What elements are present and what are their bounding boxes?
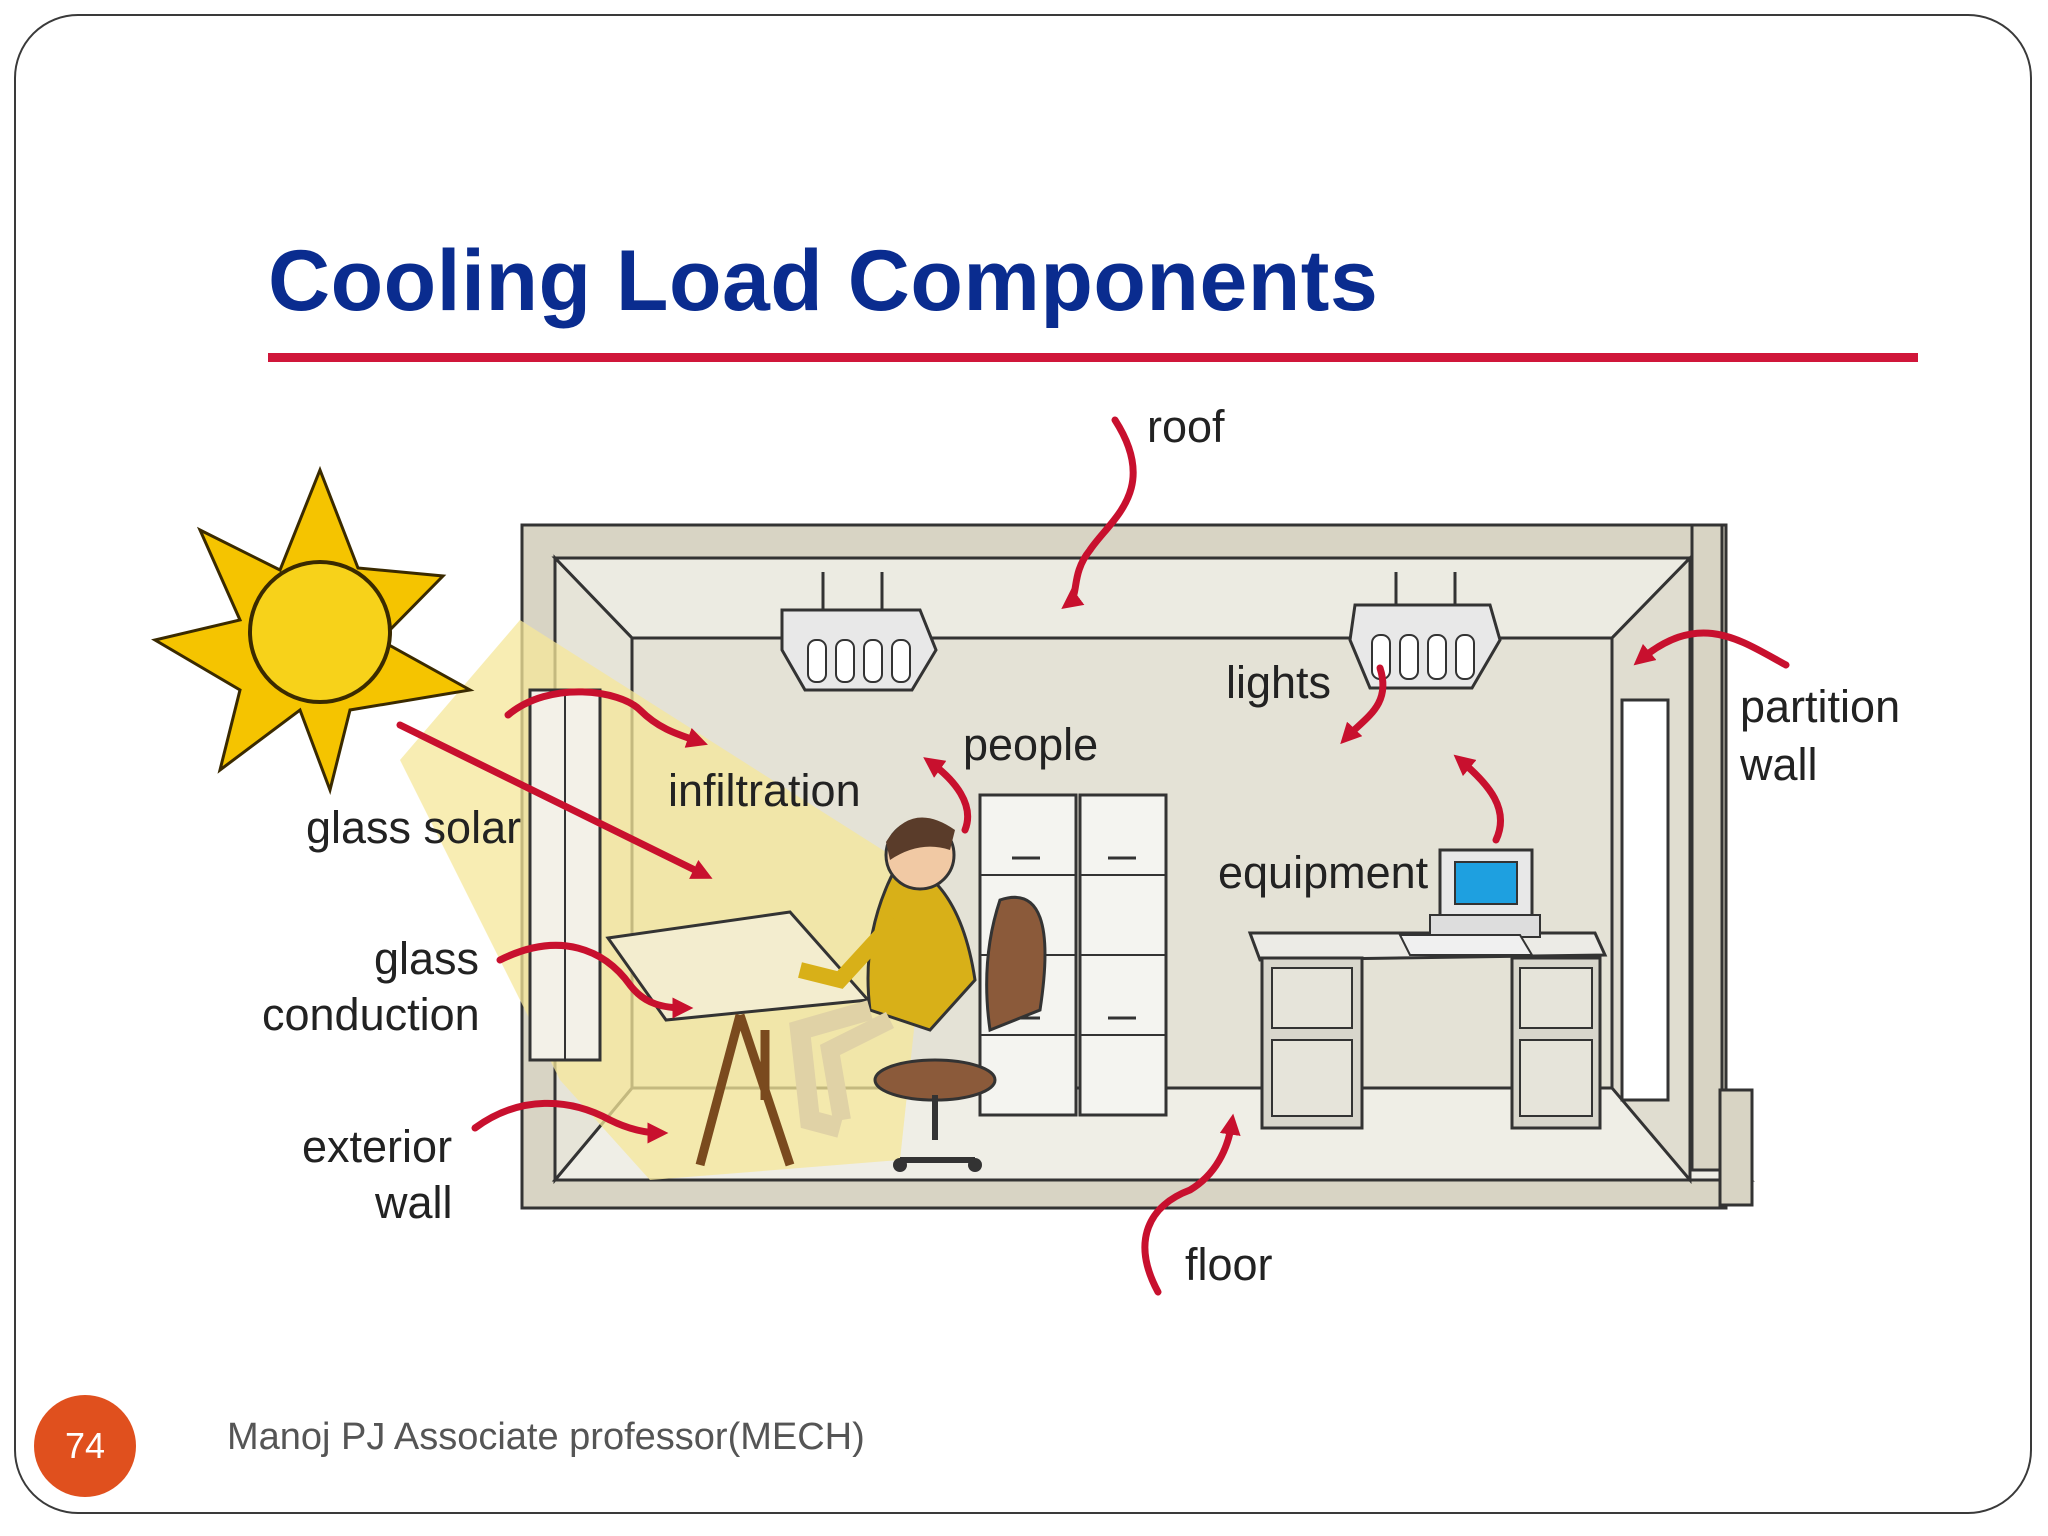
floor-slab-extension — [1718, 1088, 1754, 1207]
arrow-glass-solar — [396, 721, 713, 879]
label-glass-conduction-line2: conduction — [262, 989, 480, 1040]
ceiling-light-left-icon — [780, 572, 938, 692]
label-equipment: equipment — [1218, 847, 1429, 898]
doorway — [1620, 698, 1670, 1102]
label-exterior-wall-line2: wall — [374, 1177, 453, 1228]
partition-wall-post — [1690, 523, 1724, 1172]
slide-frame — [14, 14, 2032, 1514]
label-roof: roof — [1147, 401, 1225, 452]
office-chair-icon — [873, 895, 1047, 1172]
arrow-equipment — [1453, 754, 1504, 844]
arrow-people — [923, 757, 972, 834]
label-lights: lights — [1226, 657, 1331, 708]
arrow-exterior-wall — [471, 1099, 669, 1144]
room-ceiling — [551, 556, 1694, 640]
label-floor: floor — [1185, 1239, 1273, 1290]
label-glass-conduction-line1: glass — [374, 933, 479, 984]
slide-number-badge: 74 — [34, 1395, 136, 1497]
heat-flow-arrows — [396, 416, 1790, 1296]
label-partition-wall-line2: wall — [1739, 739, 1818, 790]
arrow-roof — [1061, 416, 1137, 610]
window — [528, 688, 602, 1062]
sun-icon — [151, 465, 475, 796]
label-partition-wall-line1: partition — [1740, 681, 1900, 732]
footer-author: Manoj PJ Associate professor(MECH) — [227, 1416, 865, 1458]
label-exterior-wall-line1: exterior — [302, 1121, 452, 1172]
title-rule — [268, 353, 1918, 362]
computer-icon — [1398, 848, 1541, 956]
label-people: people — [963, 719, 1098, 770]
arrow-partition-wall — [1633, 629, 1790, 669]
ceiling-light-right-icon — [1348, 572, 1502, 690]
label-infiltration: infiltration — [668, 765, 861, 816]
arrow-infiltration — [504, 688, 708, 748]
arrow-floor — [1141, 1113, 1241, 1296]
drafting-table-icon — [605, 910, 872, 1167]
arrow-glass-conduction — [496, 941, 694, 1019]
label-glass-solar: glass solar — [306, 802, 521, 853]
slide-title: Cooling Load Components — [268, 233, 1379, 329]
person-icon — [789, 817, 977, 1138]
arrow-lights — [1340, 664, 1387, 745]
